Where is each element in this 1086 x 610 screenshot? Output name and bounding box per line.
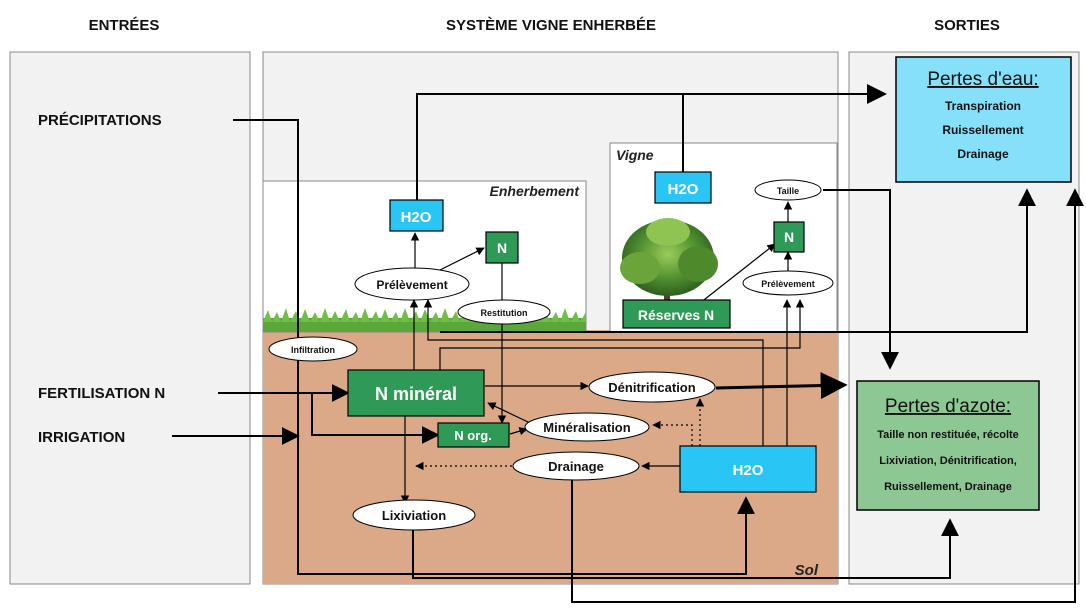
prelevement-grass-node bbox=[354, 267, 470, 301]
drainage-label: Drainage bbox=[548, 459, 604, 474]
h2o-grass-node bbox=[389, 199, 444, 232]
n-vine-node bbox=[773, 221, 805, 253]
zone-label-soil: Sol bbox=[795, 562, 819, 579]
water-loss-item: Transpiration bbox=[945, 99, 1021, 113]
nitrogen-losses-title: Pertes d'azote: bbox=[885, 396, 1011, 417]
mineralisation-node bbox=[524, 412, 650, 442]
denitrification-label: Dénitrification bbox=[608, 380, 695, 395]
reserves-n-node bbox=[622, 299, 731, 329]
prelevement-vine-label: Prélèvement bbox=[761, 279, 815, 289]
nitrogen-loss-item: Ruissellement, Drainage bbox=[884, 481, 1012, 493]
infiltration-label: Infiltration bbox=[291, 345, 335, 355]
h2o-vine-node bbox=[654, 171, 712, 204]
prelevement-grass-label: Prélèvement bbox=[376, 278, 447, 292]
reserves-n-label: Réserves N bbox=[638, 307, 714, 323]
precipitation-flow bbox=[233, 119, 755, 575]
mineralisation-label: Minéralisation bbox=[543, 420, 630, 435]
prelevement-vine-node bbox=[742, 270, 834, 296]
nitrogen-loss-item: Lixiviation, Dénitrification, bbox=[879, 455, 1017, 467]
input-fertilisation: FERTILISATION N bbox=[38, 385, 165, 402]
header-system: SYSTÈME VIGNE ENHERBÉE bbox=[446, 17, 656, 34]
h2o-soil-node bbox=[679, 445, 817, 493]
drainage-loss-flow bbox=[571, 188, 1084, 603]
vine-plant-icon bbox=[620, 218, 718, 302]
pruning-flow bbox=[823, 189, 899, 370]
n-mineral-node bbox=[347, 369, 485, 417]
restitution-node bbox=[457, 299, 551, 325]
header-inputs: ENTRÉES bbox=[89, 17, 160, 34]
drainage-node bbox=[512, 451, 640, 481]
inputs-panel bbox=[9, 51, 251, 585]
water-loss-item: Drainage bbox=[957, 147, 1009, 161]
fertilisation-norg-flow bbox=[311, 393, 440, 444]
zone-label-vine: Vigne bbox=[616, 147, 654, 163]
transpiration-flow bbox=[416, 84, 887, 200]
uptake-n-flow bbox=[439, 247, 485, 271]
water-loss-item: Ruissellement bbox=[942, 123, 1023, 137]
header-outputs: SORTIES bbox=[934, 17, 1000, 34]
n-uptake-vine-flow bbox=[439, 299, 805, 372]
water-losses-title: Pertes d'eau: bbox=[927, 69, 1038, 90]
lixiviation-node bbox=[352, 499, 476, 531]
n-mineral-label: N minéral bbox=[375, 384, 457, 404]
infiltration-node bbox=[268, 336, 358, 362]
nitrogen-loss-item: Taille non restituée, récolte bbox=[877, 429, 1019, 441]
leaching-loss-flow bbox=[412, 518, 959, 579]
n-vine-label: N bbox=[784, 229, 794, 245]
n-grass-label: N bbox=[497, 240, 507, 256]
denitrification-loss-flow bbox=[715, 372, 848, 400]
lixiviation-label: Lixiviation bbox=[382, 508, 446, 523]
taille-label: Taille bbox=[777, 186, 799, 196]
h2o-soil-label: H2O bbox=[733, 462, 764, 479]
soil-water-uptake-grass bbox=[423, 299, 764, 446]
n-grass-node bbox=[485, 231, 519, 264]
denitrification-node bbox=[588, 371, 716, 403]
n-org-label: N org. bbox=[454, 428, 492, 443]
reserves-n-flow bbox=[699, 243, 776, 304]
input-precipitations: PRÉCIPITATIONS bbox=[38, 112, 162, 129]
water-losses-box bbox=[895, 56, 1072, 183]
restitution-label: Restitution bbox=[481, 308, 528, 318]
h2o-vine-label: H2O bbox=[668, 181, 699, 198]
h2o-grass-label: H2O bbox=[401, 209, 432, 226]
input-irrigation: IRRIGATION bbox=[38, 429, 125, 446]
mineralisation-nmin-flow bbox=[487, 402, 529, 423]
norg-mineralisation-flow bbox=[509, 427, 528, 436]
runoff-flow bbox=[440, 188, 1036, 333]
water-mineralisation-dotted bbox=[652, 420, 693, 446]
taille-node bbox=[754, 179, 822, 201]
nitrogen-losses-box bbox=[856, 380, 1040, 511]
n-org-node bbox=[437, 422, 510, 448]
zone-label-grass: Enherbement bbox=[490, 183, 581, 199]
